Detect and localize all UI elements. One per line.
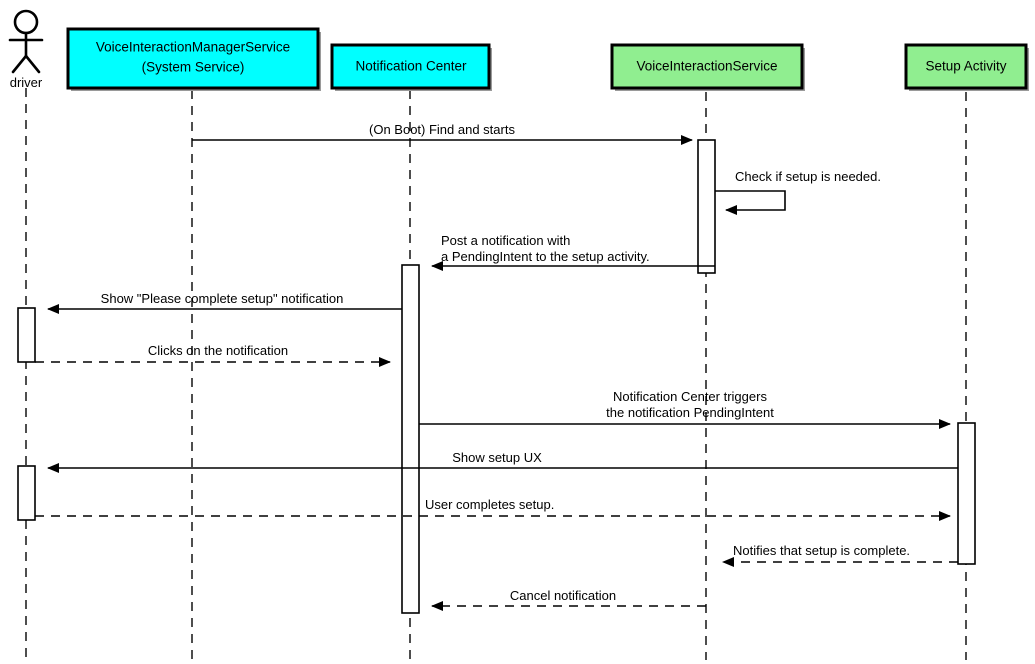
message-label-post-a-notification-line1: Post a notification with	[441, 233, 570, 248]
participant-setup-activity[interactable]: Setup Activity	[904, 43, 1029, 91]
actor-head-icon	[13, 9, 39, 35]
vims-box[interactable]	[66, 27, 320, 90]
participant-vims[interactable]: VoiceInteractionManagerService (System S…	[66, 27, 321, 91]
notification-center-box[interactable]	[330, 43, 491, 90]
participant-label-voice-interaction-service: VoiceInteractionService	[636, 59, 777, 74]
message-label-notification-center-triggers-pendingintent-line2: the notification PendingIntent	[606, 405, 774, 420]
message-label-show-setup-ux: Show setup UX	[452, 450, 542, 465]
message-label-cancel-notification: Cancel notification	[510, 588, 616, 603]
participant-voice-interaction-service[interactable]: VoiceInteractionService	[610, 43, 805, 91]
actor-leg-right-icon	[24, 54, 41, 74]
participant-label-vims-line1: VoiceInteractionManagerService	[96, 40, 290, 55]
setup-activity-box[interactable]	[904, 43, 1028, 90]
message-notification-center-triggers-pendingintent[interactable]: Notification Center triggers the notific…	[419, 389, 951, 429]
message-label-post-a-notification-line2: a PendingIntent to the setup activity.	[441, 249, 650, 264]
message-label-clicks-on-the-notification: Clicks on the notification	[148, 343, 288, 358]
activation-bar-driver-1	[17, 307, 36, 363]
activation-bar-driver-2	[17, 465, 36, 521]
voice-interaction-service-box[interactable]	[610, 43, 804, 90]
message-show-please-complete-setup-notification[interactable]: Show "Please complete setup" notificatio…	[47, 291, 402, 314]
message-arrow-check-if-setup-is-needed	[715, 190, 786, 215]
message-label-notification-center-triggers-pendingintent-line1: Notification Center triggers	[613, 389, 767, 404]
activation-bars-group	[17, 139, 976, 614]
participant-driver[interactable]: driver	[8, 9, 44, 90]
participant-label-notification-center: Notification Center	[355, 59, 467, 74]
activation-bar-notification-center	[401, 264, 420, 614]
message-label-user-completes-setup: User completes setup.	[425, 497, 554, 512]
message-label-check-if-setup-is-needed: Check if setup is needed.	[735, 169, 881, 184]
message-show-setup-ux[interactable]: Show setup UX	[47, 450, 958, 473]
activation-bar-voice-interaction-service	[697, 139, 716, 274]
message-clicks-on-the-notification[interactable]: Clicks on the notification	[35, 343, 391, 367]
participant-label-vims-line2: (System Service)	[142, 60, 245, 75]
actor-leg-left-icon	[11, 54, 28, 74]
participant-label-setup-activity: Setup Activity	[925, 59, 1006, 74]
message-post-a-notification[interactable]: Post a notification with a PendingIntent…	[431, 233, 715, 271]
activation-bar-setup-activity	[957, 422, 976, 565]
message-check-if-setup-is-needed[interactable]: Check if setup is needed.	[715, 169, 881, 215]
message-label-on-boot-find-and-starts: (On Boot) Find and starts	[369, 122, 515, 137]
message-on-boot-find-and-starts[interactable]: (On Boot) Find and starts	[192, 122, 693, 145]
message-label-show-please-complete-setup-notification: Show "Please complete setup" notificatio…	[101, 291, 344, 306]
message-cancel-notification[interactable]: Cancel notification	[431, 588, 706, 611]
message-notifies-that-setup-is-complete[interactable]: Notifies that setup is complete.	[722, 543, 958, 567]
participant-label-driver: driver	[10, 75, 43, 90]
message-user-completes-setup[interactable]: User completes setup.	[35, 497, 951, 521]
message-label-notifies-that-setup-is-complete: Notifies that setup is complete.	[733, 543, 910, 558]
participant-notification-center[interactable]: Notification Center	[330, 43, 492, 91]
